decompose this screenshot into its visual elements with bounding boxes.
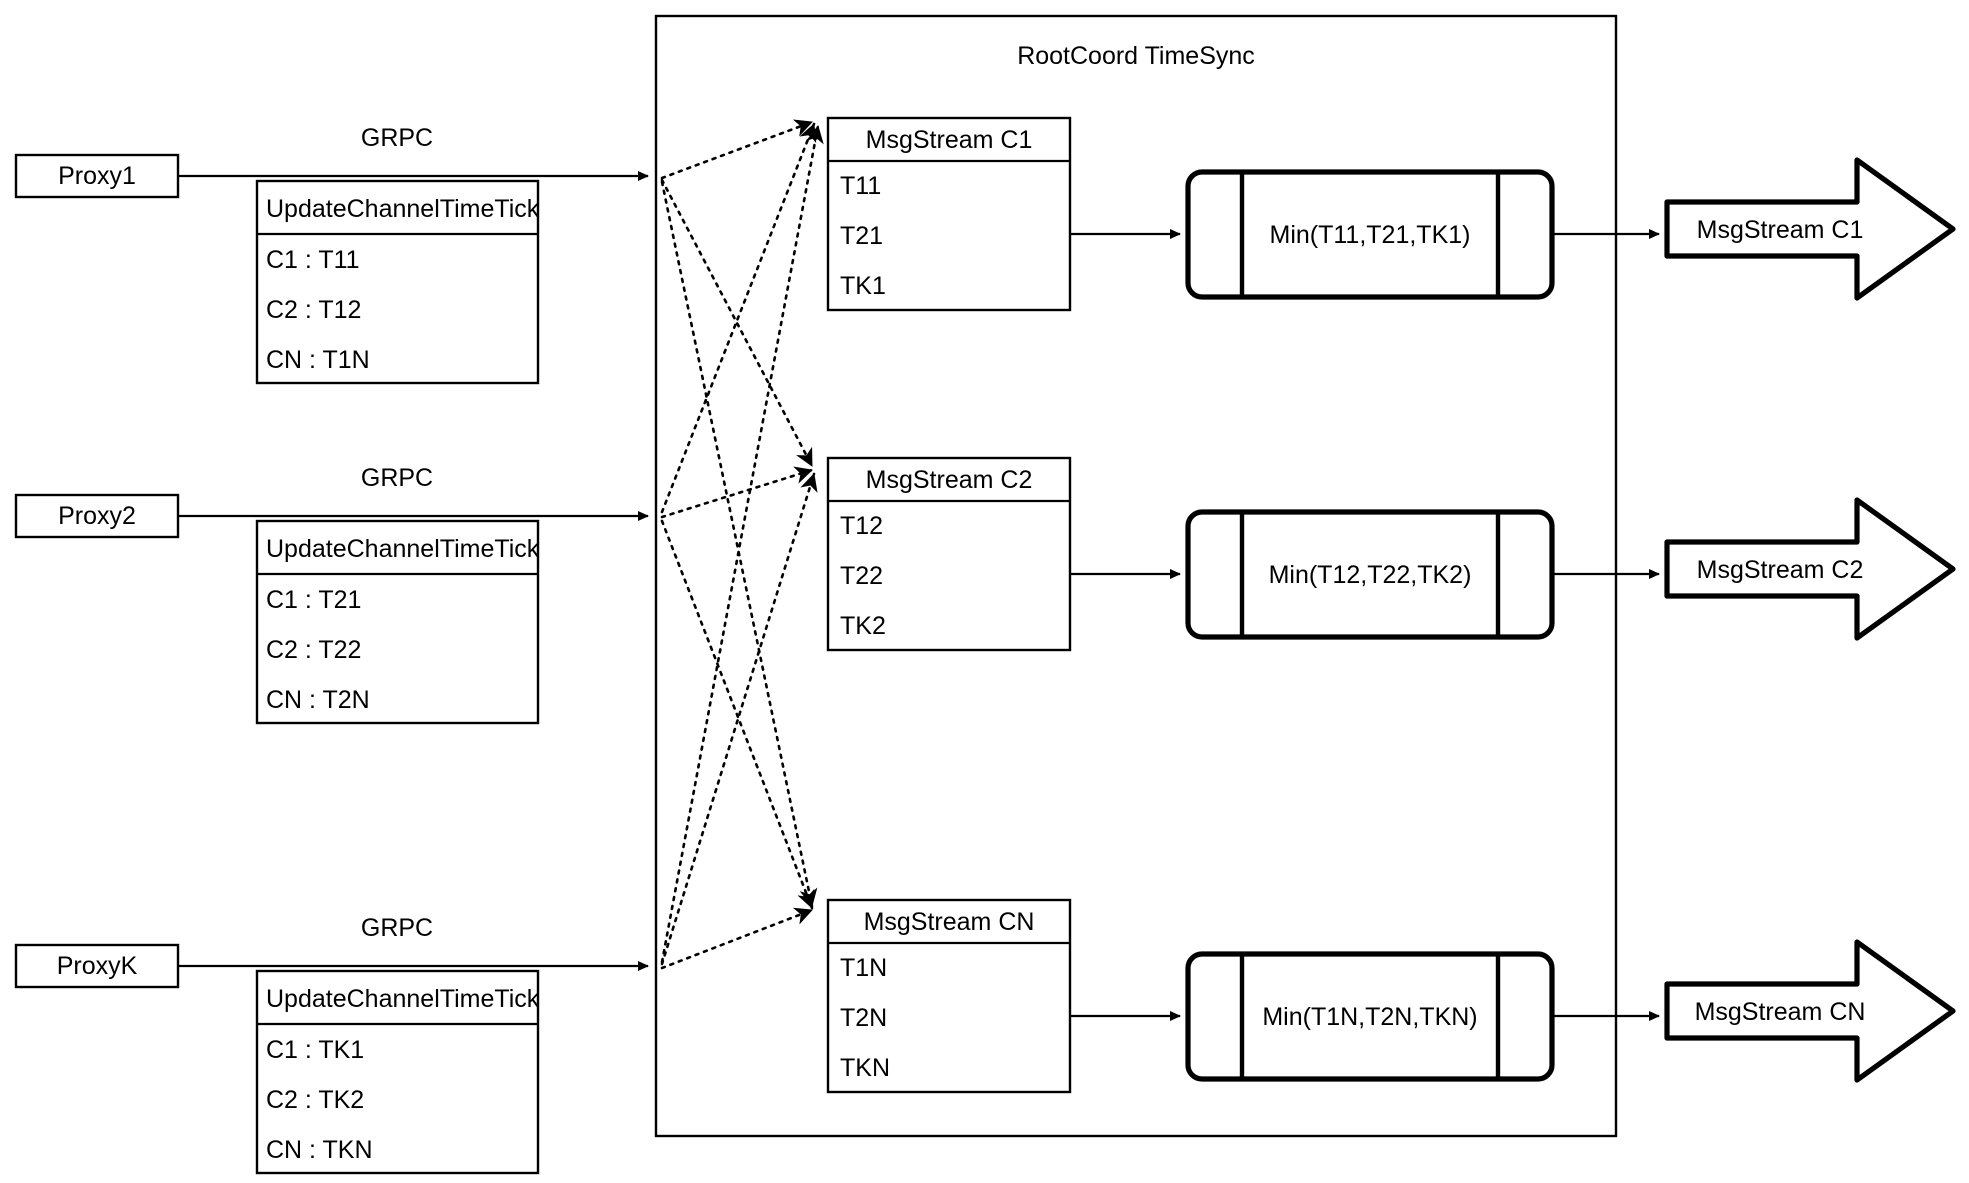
min-label-2: Min(T12,T22,TK2) — [1269, 561, 1472, 589]
dotted-link-pk-c1 — [660, 124, 824, 964]
msgstream-tick: T21 — [840, 222, 883, 250]
table-row: C1 : T21 — [266, 586, 361, 614]
proxy-label-3: ProxyK — [57, 952, 138, 980]
grpc-label-2: GRPC — [361, 464, 433, 492]
msgstream-title-1: MsgStream C1 — [866, 126, 1033, 154]
msgstream-tick: T2N — [840, 1004, 887, 1032]
proxy-node-3[interactable]: ProxyK — [14, 943, 180, 989]
msgstream-tick: TKN — [840, 1054, 890, 1082]
table-row: C2 : T12 — [266, 296, 361, 324]
table-row: CN : TKN — [266, 1136, 373, 1164]
msgstream-title-3: MsgStream CN — [864, 908, 1035, 936]
msgstream-title-2: MsgStream C2 — [866, 466, 1033, 494]
min-process-3: Min(T1N,T2N,TKN) — [1185, 951, 1555, 1082]
dotted-link-pk-c2 — [660, 472, 818, 966]
dotted-link-p2-c1 — [660, 122, 817, 514]
proxy-label-1: Proxy1 — [58, 162, 136, 190]
table-header-2: UpdateChannelTimeTick — [266, 535, 540, 563]
table-header-3: UpdateChannelTimeTick — [266, 985, 540, 1013]
output-label-3: MsgStream CN — [1695, 998, 1866, 1026]
dotted-link-p1-c1 — [660, 119, 814, 180]
grpc-label-3: GRPC — [361, 914, 433, 942]
proxy-node-1[interactable]: Proxy1 — [14, 153, 180, 199]
container-title: RootCoord TimeSync — [1017, 42, 1255, 70]
dotted-link-pk-cn — [660, 907, 814, 970]
dotted-link-p2-c2 — [660, 466, 814, 519]
table-row: CN : T1N — [266, 346, 370, 374]
msgstream-tick: TK1 — [840, 272, 886, 300]
table-row: C2 : T22 — [266, 636, 361, 664]
table-row: C1 : TK1 — [266, 1036, 364, 1064]
msgstream-table-1: MsgStream C1 T11 T21 TK1 — [826, 116, 1072, 312]
min-process-1: Min(T11,T21,TK1) — [1185, 169, 1555, 300]
msgstream-tick: T11 — [840, 172, 881, 200]
msgstream-tick: T22 — [840, 562, 883, 590]
output-label-1: MsgStream C1 — [1697, 216, 1864, 244]
output-msgstream-arrow-3: MsgStream CN — [1664, 939, 1956, 1083]
min-process-2: Min(T12,T22,TK2) — [1185, 509, 1555, 640]
dotted-link-p2-cn — [660, 519, 815, 910]
timetick-distribution-links — [660, 119, 824, 970]
dotted-link-p1-c2 — [660, 178, 814, 468]
table-row: C1 : T11 — [266, 246, 360, 274]
update-channel-timetick-table-3: UpdateChannelTimeTick C1 : TK1 C2 : TK2 … — [255, 969, 540, 1175]
msgstream-tick: T1N — [840, 954, 887, 982]
table-header-1: UpdateChannelTimeTick — [266, 195, 540, 223]
msgstream-tick: T12 — [840, 512, 883, 540]
min-label-1: Min(T11,T21,TK1) — [1270, 221, 1471, 249]
output-msgstream-arrow-1: MsgStream C1 — [1664, 157, 1956, 301]
rootcoord-timesync-container: RootCoord TimeSync — [654, 14, 1618, 1138]
min-label-3: Min(T1N,T2N,TKN) — [1262, 1003, 1477, 1031]
table-row: CN : T2N — [266, 686, 370, 714]
output-msgstream-arrow-2: MsgStream C2 — [1664, 497, 1956, 641]
grpc-label-1: GRPC — [361, 124, 433, 152]
update-channel-timetick-table-1: UpdateChannelTimeTick C1 : T11 C2 : T12 … — [255, 179, 540, 385]
msgstream-table-2: MsgStream C2 T12 T22 TK2 — [826, 456, 1072, 652]
proxy-node-2[interactable]: Proxy2 — [14, 493, 180, 539]
table-row: C2 : TK2 — [266, 1086, 364, 1114]
msgstream-table-3: MsgStream CN T1N T2N TKN — [826, 898, 1072, 1094]
dotted-link-p1-cn — [660, 180, 818, 908]
output-label-2: MsgStream C2 — [1697, 556, 1864, 584]
update-channel-timetick-table-2: UpdateChannelTimeTick C1 : T21 C2 : T22 … — [255, 519, 540, 725]
msgstream-tick: TK2 — [840, 612, 886, 640]
proxy-label-2: Proxy2 — [58, 502, 136, 530]
